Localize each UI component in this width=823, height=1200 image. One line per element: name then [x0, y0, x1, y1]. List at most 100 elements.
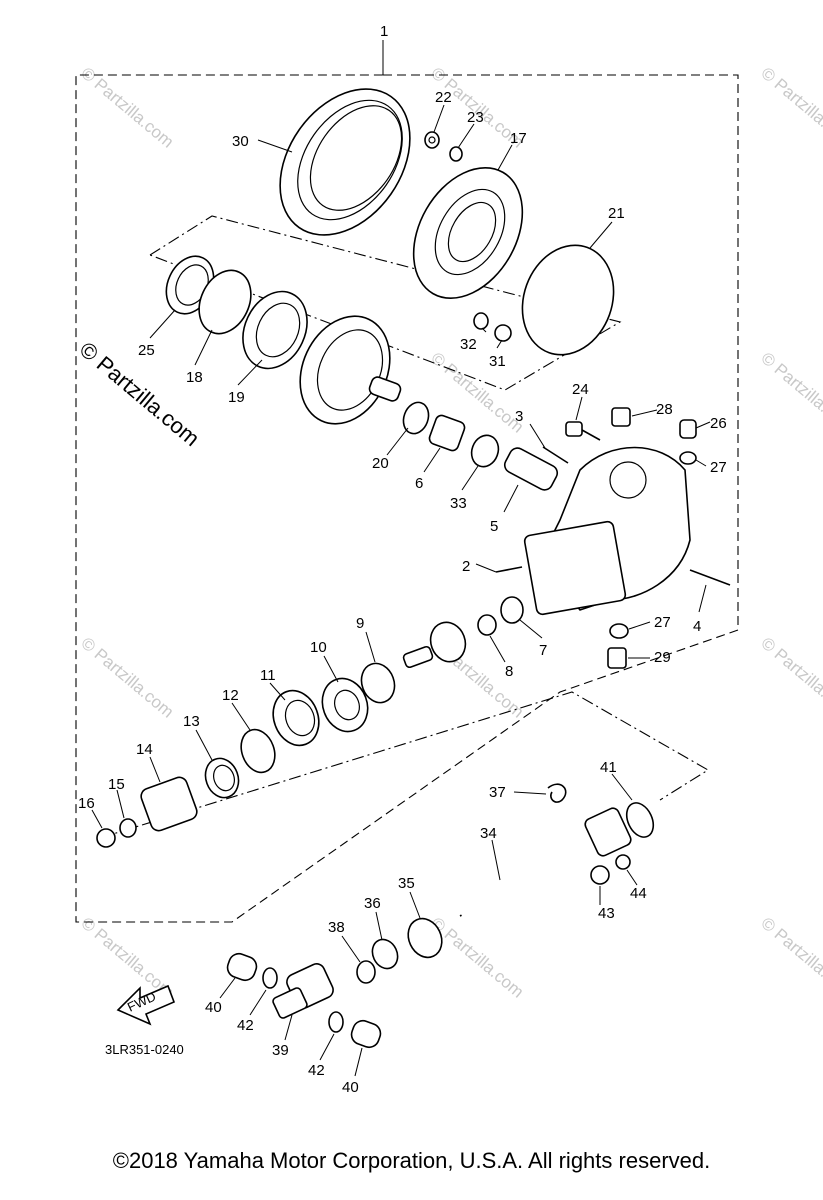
callout-7: 7: [539, 642, 547, 659]
callout-24: 24: [572, 381, 589, 398]
part-21-o-ring: [521, 244, 615, 356]
callout-12: 12: [222, 687, 239, 704]
callout-31: 31: [489, 353, 506, 370]
part-33-bearing: [470, 434, 500, 468]
callout-labels: 1 2 3 4 5 6 7 8 9 10 11 12 13 14 15 16 1…: [78, 23, 727, 1096]
callout-11: 11: [260, 667, 276, 684]
callout-29: 29: [654, 649, 671, 666]
callout-20: 20: [372, 455, 389, 472]
part-37-circlip: [547, 783, 567, 803]
callout-28: 28: [656, 401, 673, 418]
callout-19: 19: [228, 389, 245, 406]
part-34-drive-shaft: [459, 807, 632, 921]
callout-13: 13: [183, 713, 200, 730]
callout-33: 33: [450, 495, 467, 512]
part-39-universal-joint: [272, 963, 334, 1019]
part-36-washer: [371, 938, 399, 970]
callout-14: 14: [136, 741, 153, 758]
part-11-bearing-retainer: [272, 689, 320, 747]
callout-15: 15: [108, 776, 125, 793]
callout-30: 30: [232, 133, 249, 150]
watermark-text: © Partzilla.com: [757, 349, 823, 437]
callout-27: 27: [710, 459, 727, 476]
part-2-stud: [495, 566, 523, 573]
part-42-circlip-a: [262, 967, 278, 989]
part-23-washer: [449, 146, 463, 162]
callout-1: 1: [380, 23, 388, 40]
callout-9: 9: [356, 615, 364, 632]
part-27b-washer: [609, 623, 629, 639]
callout-6: 6: [415, 475, 423, 492]
callout-40: 40: [342, 1079, 359, 1096]
callout-25: 25: [138, 342, 155, 359]
part-28-plug: [611, 407, 631, 427]
part-6-collar: [428, 414, 466, 452]
callout-10: 10: [310, 639, 327, 656]
callout-32: 32: [460, 336, 477, 353]
part-38-circlip: [356, 960, 376, 984]
callout-41: 41: [600, 759, 617, 776]
part-7-needle-bearing: [500, 596, 524, 624]
callout-16: 16: [78, 795, 95, 812]
callout-22: 22: [435, 89, 452, 106]
part-26-breather: [679, 419, 697, 439]
part-43-nut: [590, 865, 610, 885]
part-30-oil-seal: [279, 88, 411, 236]
callout-36: 36: [364, 895, 381, 912]
part-40-bearing-cup-b: [350, 1019, 382, 1049]
callout-3: 3: [515, 408, 523, 425]
watermark-text: © Partzilla.com: [757, 914, 823, 1002]
callout-23: 23: [467, 109, 484, 126]
watermark-text: © Partzilla.com: [757, 634, 823, 722]
part-29-drain-plug: [607, 647, 627, 669]
part-31-bolt: [494, 324, 512, 342]
part-16-nut: [96, 828, 116, 848]
fwd-arrow-icon: FWD: [116, 984, 176, 1026]
ring-gear: [299, 315, 402, 425]
part-3-stud: [542, 446, 569, 464]
watermark-text: © Partzilla.com: [427, 914, 527, 1002]
callout-44: 44: [630, 885, 647, 902]
part-17-bearing-housing: [412, 167, 524, 299]
part-15-washer: [119, 818, 137, 838]
part-14-coupling: [140, 776, 198, 832]
part-13-oil-seal: [204, 757, 240, 799]
callout-5: 5: [490, 518, 498, 535]
part-4-stud: [689, 569, 731, 586]
part-20-shim: [402, 401, 430, 435]
part-27-washer: [679, 451, 697, 465]
callout-4: 4: [693, 618, 701, 635]
part-5-shaft: [503, 447, 559, 491]
watermark-text: © Partzilla.com: [757, 64, 823, 152]
part-9-shim: [360, 662, 396, 704]
callout-26: 26: [710, 415, 727, 432]
callout-39: 39: [272, 1042, 289, 1059]
callout-21: 21: [608, 205, 625, 222]
callout-35: 35: [398, 875, 415, 892]
callout-37: 37: [489, 784, 506, 801]
watermark-text: © Partzilla.com: [77, 634, 177, 722]
part-40-bearing-cup-a: [226, 952, 258, 982]
part-42-circlip-b: [328, 1011, 344, 1033]
callout-43: 43: [598, 905, 615, 922]
watermark-text: © Partzilla.com: [77, 64, 177, 152]
part-32-washer: [473, 312, 489, 330]
callout-42: 42: [308, 1062, 325, 1079]
callout-2: 2: [462, 558, 470, 575]
part-12-o-ring: [240, 728, 276, 774]
part-10-bearing: [321, 677, 369, 733]
callout-8: 8: [505, 663, 513, 680]
copyright-notice: ©2018 Yamaha Motor Corporation, U.S.A. A…: [112, 1148, 711, 1173]
callout-42: 42: [237, 1017, 254, 1034]
part-8-bushing: [477, 614, 497, 636]
callout-27: 27: [654, 614, 671, 631]
part-24-bolt: [565, 421, 601, 441]
gear-case-housing: [523, 446, 691, 616]
leader-lines: [91, 104, 711, 1077]
callout-38: 38: [328, 919, 345, 936]
part-22-nut: [424, 131, 440, 149]
part-41-spring: [625, 802, 655, 838]
callout-34: 34: [480, 825, 497, 842]
callout-18: 18: [186, 369, 203, 386]
